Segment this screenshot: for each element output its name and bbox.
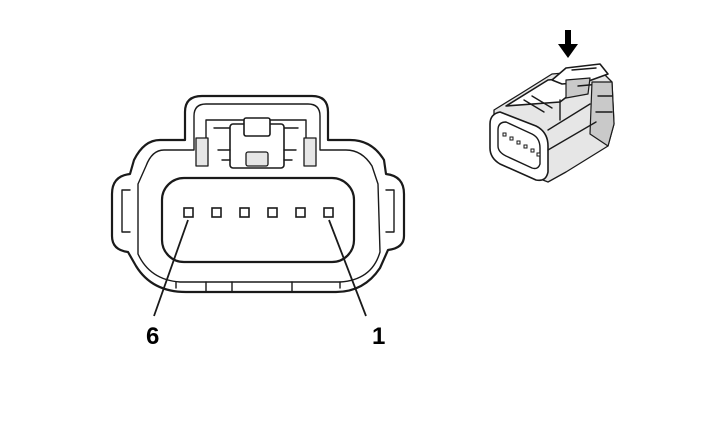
bottom-rail (175, 281, 341, 293)
leader-line-pin-6 (153, 219, 189, 317)
leader-line-pin-1 (328, 219, 367, 317)
lock-bridge (195, 117, 317, 169)
connector-front-view: 6 1 (110, 94, 406, 350)
pin-1 (323, 207, 334, 218)
pin-6 (183, 207, 194, 218)
pin-row (183, 207, 334, 218)
pin-3 (267, 207, 278, 218)
pin-label-6: 6 (146, 323, 159, 350)
side-ledge-left (121, 189, 131, 233)
side-ledge-right (385, 189, 395, 233)
mating-face (160, 176, 356, 264)
pin-2 (295, 207, 306, 218)
pin-label-1: 1 (372, 323, 385, 350)
pin-4 (239, 207, 250, 218)
connector-3d-view (489, 30, 615, 183)
arrow-down-icon (558, 30, 578, 58)
pin-5 (211, 207, 222, 218)
connector-housing-inner (137, 103, 381, 283)
connector-housing-outer (110, 94, 406, 294)
